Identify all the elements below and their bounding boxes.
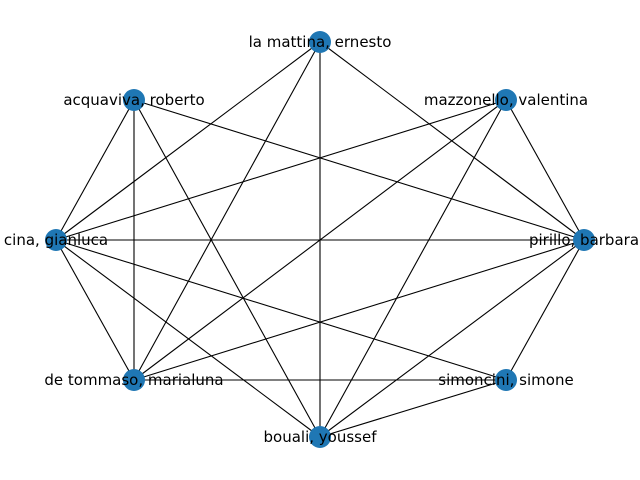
edge-pirillo-bouali	[319, 239, 585, 438]
edge-cina-simoncini	[55, 239, 507, 381]
node-label-bouali: bouali, youssef	[264, 428, 378, 446]
node-label-cina: cina, gianluca	[4, 231, 108, 249]
node-pirillo	[573, 229, 595, 251]
edge-acquaviva-bouali	[133, 99, 321, 438]
edge-mazzonello-cina	[55, 99, 507, 241]
node-label-la_mattina: la mattina, ernesto	[249, 33, 392, 51]
node-label-acquaviva: acquaviva, roberto	[63, 91, 204, 109]
edge-cina-de_tommaso	[55, 239, 135, 381]
edge-mazzonello-bouali	[319, 99, 507, 438]
edge-mazzonello-pirillo	[505, 99, 585, 241]
node-la_mattina	[309, 31, 331, 53]
node-de_tommaso	[123, 369, 145, 391]
node-simoncini	[495, 369, 517, 391]
node-layer	[45, 31, 595, 448]
edge-la_mattina-de_tommaso	[133, 41, 321, 381]
node-label-mazzonello: mazzonello, valentina	[424, 91, 588, 109]
edge-bouali-simoncini	[319, 379, 507, 438]
edge-la_mattina-cina	[55, 41, 321, 241]
node-label-de_tommaso: de tommaso, marialuna	[44, 371, 223, 389]
node-cina	[45, 229, 67, 251]
edge-layer	[55, 41, 585, 438]
node-bouali	[309, 426, 331, 448]
node-label-pirillo: pirillo, barbara	[529, 231, 639, 249]
edge-pirillo-simoncini	[505, 239, 585, 381]
node-label-simoncini: simoncini, simone	[438, 371, 573, 389]
node-mazzonello	[495, 89, 517, 111]
label-layer: la mattina, ernesto acquaviva, roberto maz…	[4, 33, 639, 446]
edge-pirillo-de_tommaso	[133, 239, 585, 381]
edge-cina-bouali	[55, 239, 321, 438]
edge-acquaviva-pirillo	[133, 99, 585, 241]
edge-acquaviva-cina	[55, 99, 135, 241]
node-acquaviva	[123, 89, 145, 111]
